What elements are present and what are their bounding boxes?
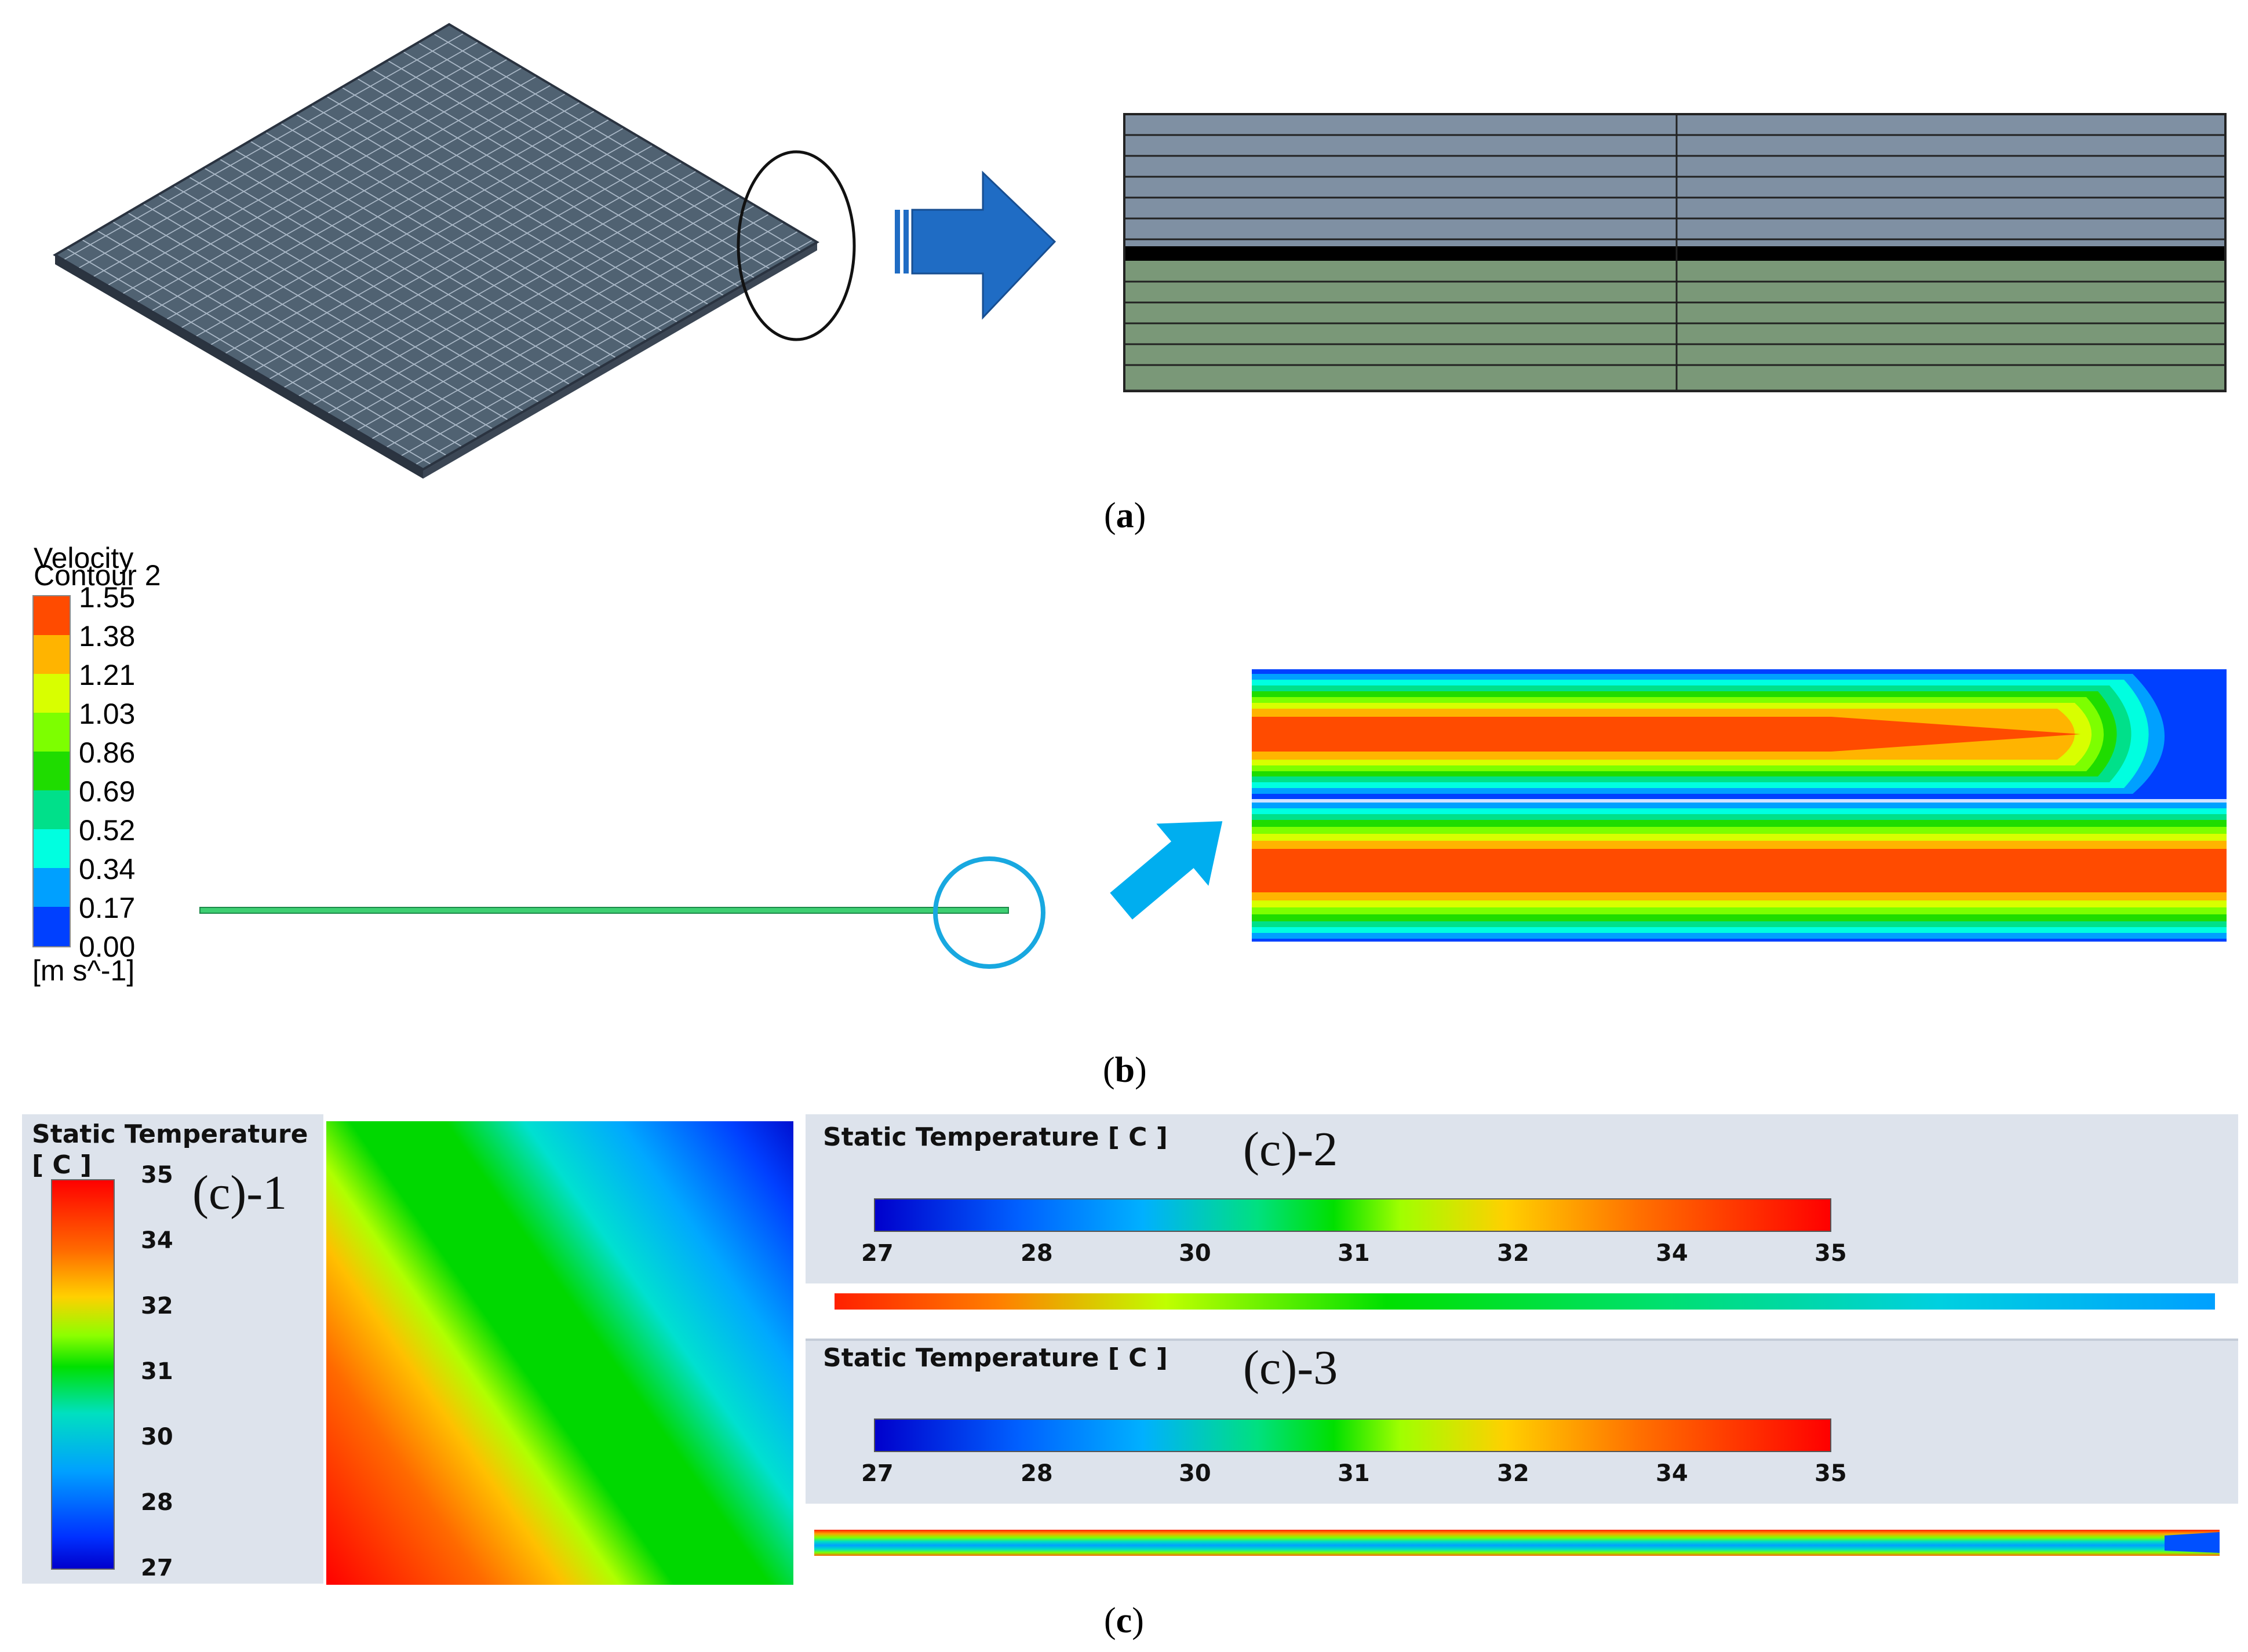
c2-title: Static Temperature [ C ] bbox=[823, 1122, 1168, 1152]
c3-tick-6: 35 bbox=[1815, 1460, 1847, 1487]
c2-tick-2: 30 bbox=[1179, 1240, 1211, 1267]
c1-tick-0: 35 bbox=[141, 1162, 173, 1188]
c2-tick-1: 28 bbox=[1021, 1240, 1053, 1267]
caption-b: (b) bbox=[1103, 1051, 1147, 1090]
velocity-legend-title: Velocity Contour 2 bbox=[34, 542, 161, 592]
c1-tick-3: 31 bbox=[141, 1358, 173, 1385]
velocity-level-3: 1.03 bbox=[79, 698, 136, 730]
zoom-circle bbox=[933, 856, 1045, 969]
c1-tick-4: 30 bbox=[141, 1424, 173, 1450]
mesh-cross-section bbox=[1123, 113, 2227, 392]
c3-tick-0: 27 bbox=[861, 1460, 894, 1487]
c2-tag: (c)-2 bbox=[1243, 1122, 1338, 1176]
c1-title: Static Temperature bbox=[32, 1119, 308, 1149]
c1-tick-2: 32 bbox=[141, 1293, 173, 1319]
mesh-svg bbox=[53, 23, 2227, 479]
caption-c: (c) bbox=[1104, 1601, 1144, 1640]
arrow-right-icon bbox=[895, 170, 1056, 320]
c3-tick-2: 30 bbox=[1179, 1460, 1211, 1487]
c2-tick-6: 35 bbox=[1815, 1240, 1847, 1267]
velocity-level-4: 0.86 bbox=[79, 736, 136, 769]
velocity-level-0: 1.55 bbox=[79, 581, 136, 614]
velocity-overview-svg bbox=[199, 821, 1223, 969]
caption-a: (a) bbox=[1104, 496, 1146, 535]
mesh-panel bbox=[0, 0, 2248, 545]
plate-edge bbox=[55, 255, 423, 479]
velocity-level-6: 0.52 bbox=[79, 814, 136, 847]
c2-colorbar bbox=[874, 1198, 1831, 1232]
velocity-contour bbox=[1252, 669, 2227, 942]
c3-tag: (c)-3 bbox=[1243, 1341, 1338, 1395]
c3-divider bbox=[806, 1339, 2238, 1341]
c2-tick-4: 32 bbox=[1497, 1240, 1529, 1267]
c2-contour-strip bbox=[835, 1293, 2215, 1310]
c2-tick-3: 31 bbox=[1338, 1240, 1370, 1267]
c3-contour-strip bbox=[814, 1530, 2220, 1556]
velocity-level-7: 0.34 bbox=[79, 853, 136, 885]
velocity-colorbar bbox=[32, 595, 71, 947]
c1-contour bbox=[326, 1121, 793, 1585]
velocity-level-8: 0.17 bbox=[79, 892, 136, 924]
velocity-unit: [m s^-1] bbox=[32, 954, 135, 987]
c1-tag: (c)-1 bbox=[192, 1166, 287, 1220]
c3-colorbar bbox=[874, 1418, 1831, 1452]
mesh-plate bbox=[53, 23, 819, 471]
c3-tick-5: 34 bbox=[1656, 1460, 1688, 1487]
c3-tick-4: 32 bbox=[1497, 1460, 1529, 1487]
velocity-level-2: 1.21 bbox=[79, 659, 136, 691]
arrow-up-right-icon bbox=[1110, 821, 1223, 920]
c3-tick-1: 28 bbox=[1021, 1460, 1053, 1487]
c2-tick-0: 27 bbox=[861, 1240, 894, 1267]
zoom-ellipse bbox=[737, 150, 856, 341]
c3-title: Static Temperature [ C ] bbox=[823, 1343, 1168, 1373]
c2-strip-bg bbox=[806, 1283, 2238, 1339]
c1-unit: [ C ] bbox=[32, 1150, 92, 1180]
c3-tick-3: 31 bbox=[1338, 1460, 1370, 1487]
c1-tick-6: 27 bbox=[141, 1555, 173, 1581]
channel-line bbox=[199, 907, 1009, 914]
c2-tick-5: 34 bbox=[1656, 1240, 1688, 1267]
velocity-level-9: 0.00 bbox=[79, 931, 136, 963]
c1-tick-5: 28 bbox=[141, 1489, 173, 1516]
velocity-level-1: 1.38 bbox=[79, 620, 136, 652]
velocity-level-5: 0.69 bbox=[79, 775, 136, 808]
c1-tick-1: 34 bbox=[141, 1227, 173, 1254]
c1-colorbar bbox=[51, 1179, 115, 1570]
